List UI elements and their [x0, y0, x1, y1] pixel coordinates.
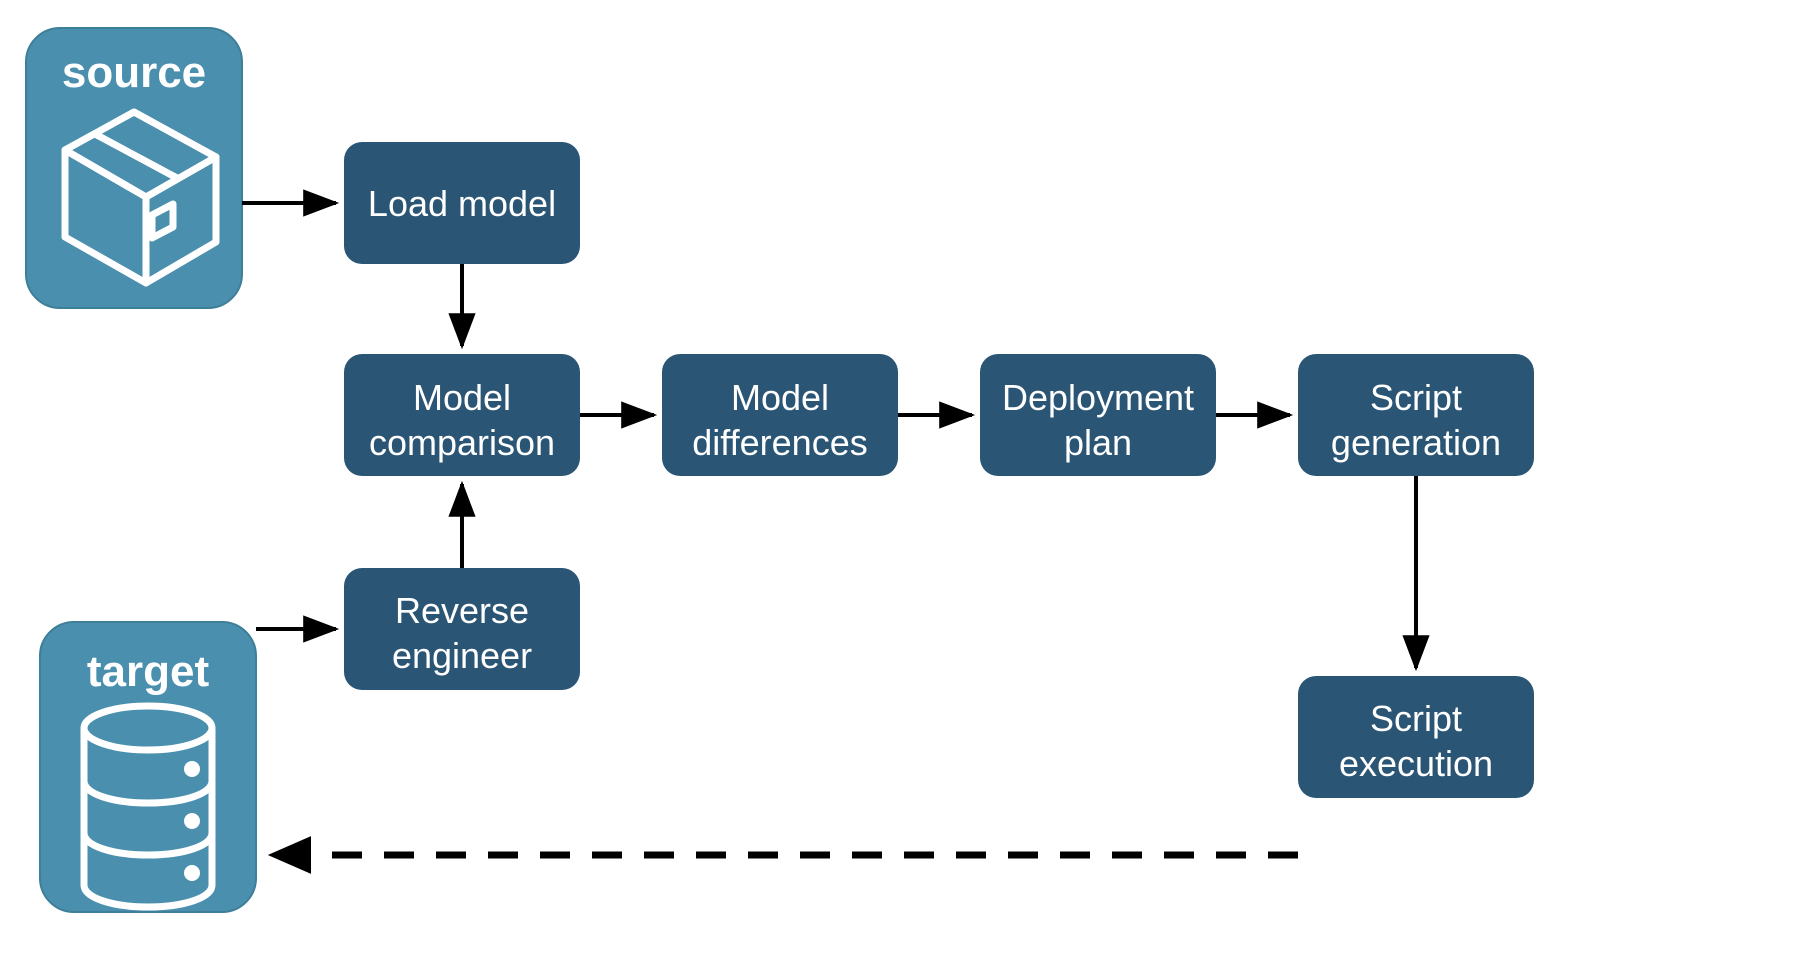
script-execution-label-line2: execution — [1339, 743, 1493, 784]
reverse-engineer-label-line2: engineer — [392, 635, 532, 676]
process-model-differences[interactable]: Model differences — [662, 354, 898, 476]
model-differences-box — [662, 354, 898, 476]
process-load-model[interactable]: Load model — [344, 142, 580, 264]
reverse-engineer-box — [344, 568, 580, 690]
deployment-plan-label-line2: plan — [1064, 422, 1132, 463]
script-generation-box — [1298, 354, 1534, 476]
source-card — [25, 27, 243, 309]
deployment-plan-label-line1: Deployment — [1002, 377, 1194, 418]
load-model-box — [344, 142, 580, 264]
database-cylinder-icon — [80, 702, 216, 911]
model-comparison-box — [344, 354, 580, 476]
package-box-icon — [61, 108, 220, 287]
db-indicator-dot — [184, 813, 200, 829]
process-reverse-engineer[interactable]: Reverse engineer — [344, 568, 580, 690]
model-comparison-label-line2: comparison — [369, 422, 555, 463]
model-differences-label-line2: differences — [692, 422, 867, 463]
script-generation-label-line2: generation — [1331, 422, 1501, 463]
process-script-execution[interactable]: Script execution — [1298, 676, 1534, 798]
db-indicator-dot — [184, 761, 200, 777]
process-model-comparison[interactable]: Model comparison — [344, 354, 580, 476]
source-title: source — [62, 48, 206, 97]
process-deployment-plan[interactable]: Deployment plan — [980, 354, 1216, 476]
deployment-plan-box — [980, 354, 1216, 476]
script-execution-label-line1: Script — [1370, 698, 1462, 739]
script-generation-label-line1: Script — [1370, 377, 1462, 418]
db-indicator-dot — [184, 865, 200, 881]
load-model-label: Load model — [368, 183, 556, 224]
endpoint-source[interactable]: source — [25, 27, 243, 309]
model-comparison-label-line1: Model — [413, 377, 511, 418]
endpoint-target[interactable]: target — [39, 621, 257, 913]
reverse-engineer-label-line1: Reverse — [395, 590, 529, 631]
target-title: target — [87, 647, 210, 696]
process-script-generation[interactable]: Script generation — [1298, 354, 1534, 476]
script-execution-box — [1298, 676, 1534, 798]
target-card — [39, 621, 257, 913]
model-differences-label-line1: Model — [731, 377, 829, 418]
